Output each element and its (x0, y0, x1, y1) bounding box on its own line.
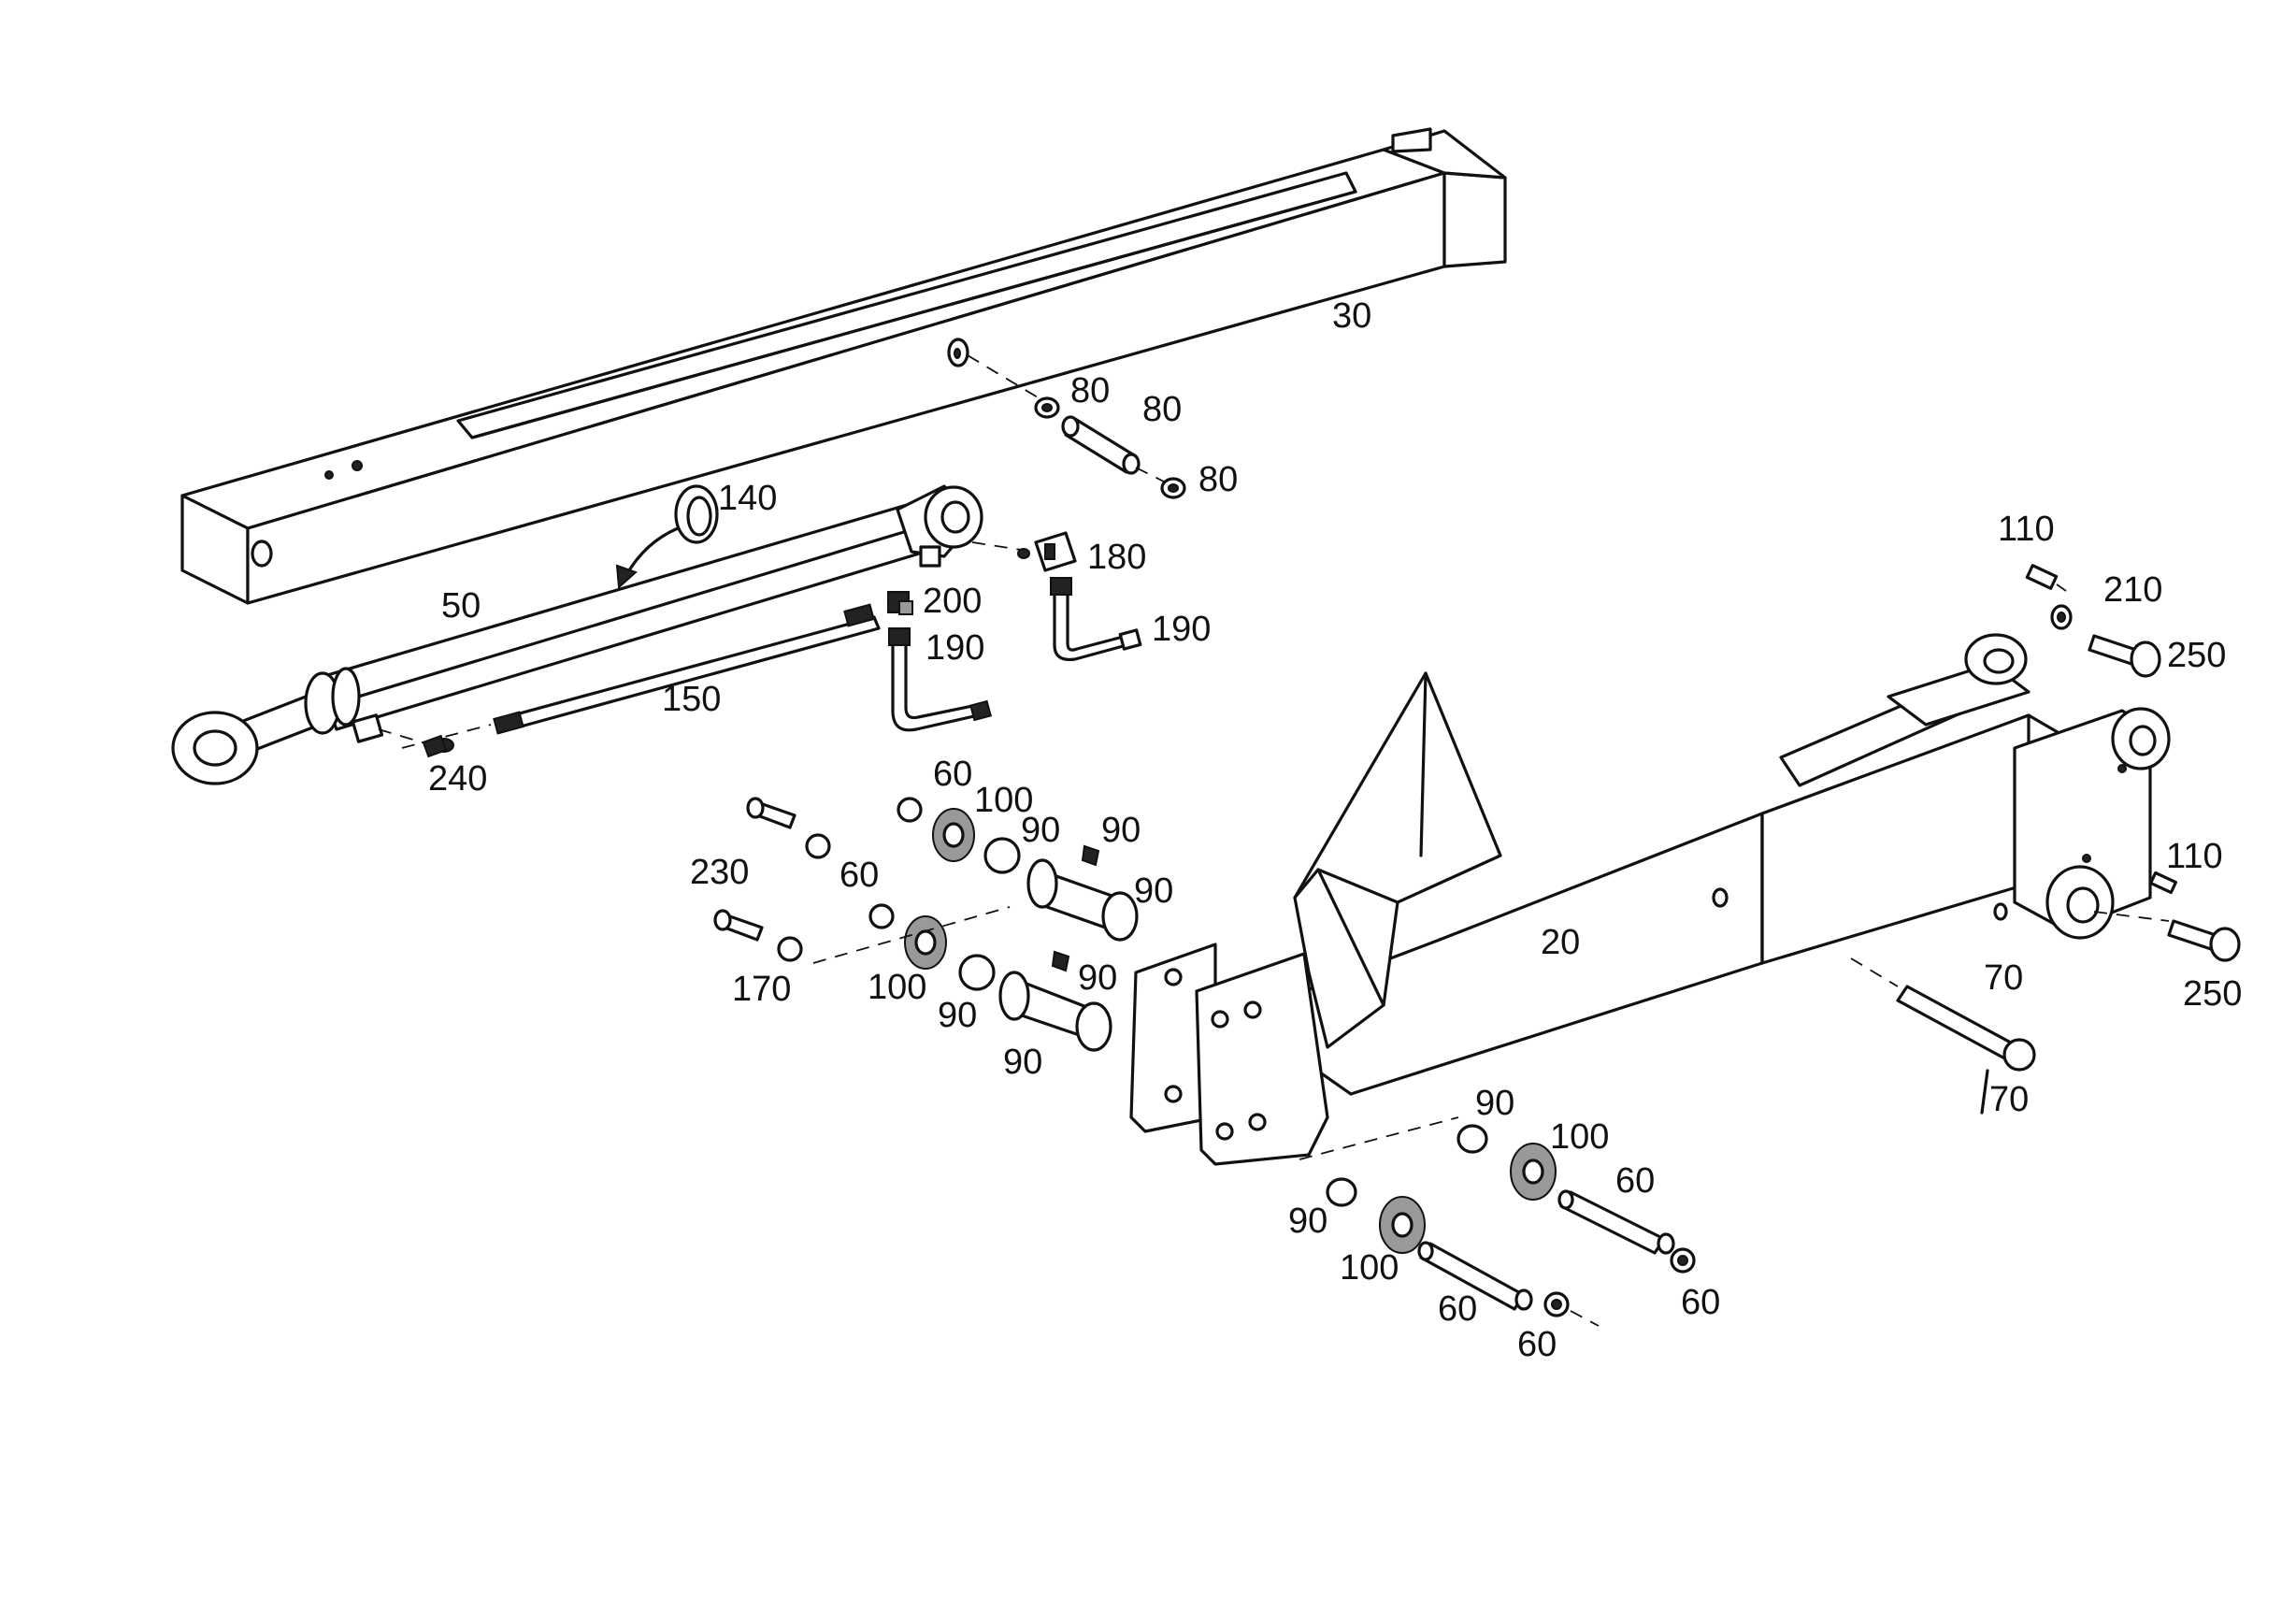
label-240: 240 (428, 759, 487, 799)
part-left-bushing-assembly-lower (713, 903, 1112, 1052)
label-60a: 60 (933, 755, 972, 794)
label-60d: 60 (1438, 1289, 1477, 1329)
label-80c: 80 (1198, 460, 1238, 499)
label-200: 200 (923, 582, 982, 621)
label-90e: 90 (938, 996, 977, 1035)
label-30: 30 (1332, 296, 1371, 336)
label-60c: 60 (1615, 1161, 1655, 1201)
label-100a: 100 (974, 781, 1033, 820)
label-110a: 110 (1998, 510, 2055, 549)
label-20: 20 (1541, 923, 1580, 962)
label-250a: 250 (2167, 636, 2226, 675)
label-60f: 60 (1517, 1325, 1557, 1364)
label-90a: 90 (1021, 811, 1060, 850)
part-right-side-bolt-set (2093, 871, 2241, 962)
label-140: 140 (718, 479, 777, 518)
label-100c: 100 (1550, 1117, 1609, 1157)
label-100d: 100 (1340, 1248, 1399, 1288)
part-top-right-bolt-set (2025, 564, 2161, 678)
part-190-pipe-left (888, 627, 992, 732)
label-210: 210 (2103, 570, 2162, 610)
label-90g: 90 (1475, 1084, 1514, 1123)
part-20-main-frame (1129, 633, 2171, 1166)
part-50-hydraulic-cylinder (171, 484, 983, 785)
label-70a: 70 (1984, 958, 2023, 998)
part-lower-pin-assembly-right (1299, 1116, 1696, 1274)
callout-labels: 30 80 80 80 140 50 180 200 190 190 150 2… (428, 296, 2242, 1364)
label-230: 230 (690, 853, 749, 892)
part-80-pin-assembly (967, 354, 1186, 499)
label-90d: 90 (1078, 958, 1117, 998)
part-240-fitting (378, 728, 448, 758)
label-50: 50 (441, 586, 481, 626)
part-30-boom-beam (180, 127, 1507, 605)
label-110b: 110 (2166, 837, 2223, 876)
part-190-pipe-right (1050, 577, 1142, 662)
label-90f: 90 (1003, 1043, 1042, 1082)
label-90b: 90 (1101, 811, 1141, 850)
label-90c: 90 (1134, 871, 1173, 911)
label-180: 180 (1087, 538, 1146, 577)
part-70-pin (1850, 957, 2036, 1115)
label-190b: 190 (926, 628, 984, 668)
label-80a: 80 (1070, 371, 1110, 410)
label-70b: 70 (1989, 1080, 2029, 1119)
label-90h: 90 (1288, 1202, 1327, 1241)
part-lower-pin-assembly-left (1326, 1177, 1600, 1327)
part-180-elbow-fitting (971, 531, 1077, 572)
label-250b: 250 (2183, 974, 2242, 1014)
part-left-bushing-assembly-upper (746, 797, 1139, 942)
part-140-clamp-ring (615, 484, 719, 590)
label-100b: 100 (868, 968, 926, 1007)
label-60b: 60 (839, 856, 879, 895)
label-170: 170 (732, 970, 791, 1009)
label-150: 150 (662, 680, 721, 719)
label-190a: 190 (1152, 610, 1211, 649)
part-150-hydraulic-hose (401, 603, 881, 753)
label-60e: 60 (1681, 1283, 1720, 1322)
label-80b: 80 (1142, 390, 1182, 429)
part-200-fitting (887, 591, 913, 615)
